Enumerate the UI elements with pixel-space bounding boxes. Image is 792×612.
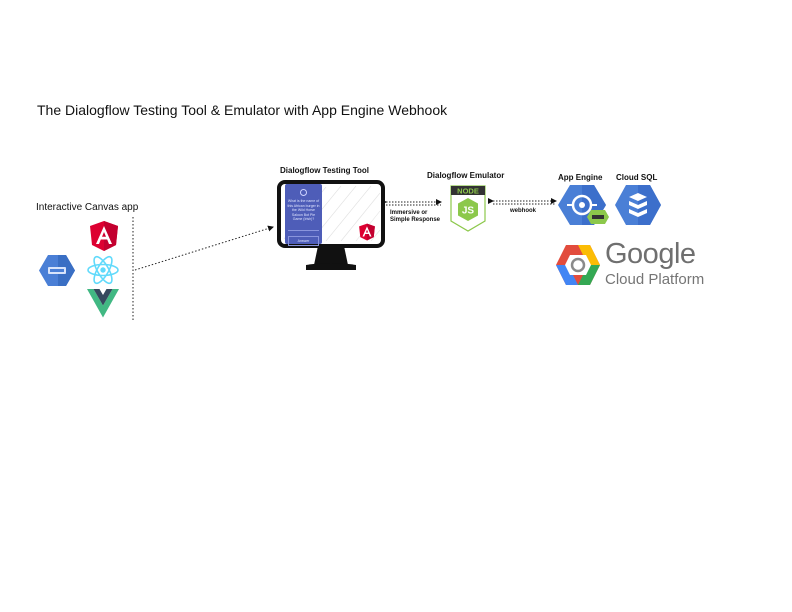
angular-small-icon: [359, 223, 375, 241]
app-engine-icon: [558, 185, 609, 225]
phone-screen: What is the name of this African burger …: [285, 184, 322, 246]
cloud-sql-label: Cloud SQL: [616, 173, 658, 182]
immersive-label-line1: Immersive or: [390, 210, 428, 216]
emulator-label: Dialogflow Emulator: [427, 171, 505, 180]
immersive-label-line2: Simple Response: [390, 217, 441, 223]
testing-tool-label: Dialogflow Testing Tool: [280, 166, 370, 175]
cloud-sql-icon: [615, 185, 661, 225]
canvas-app-label: Interactive Canvas app: [36, 202, 139, 213]
phone-logo-icon: [300, 189, 307, 196]
angular-icon: [90, 221, 118, 251]
nodejs-icon: NODE JS: [450, 185, 486, 232]
app-engine-label: App Engine: [558, 173, 603, 182]
phone-answer-button[interactable]: Answer: [288, 235, 319, 246]
canvas-to-tool-arrow: [134, 225, 274, 271]
cloud-hexagon-icon: [39, 255, 75, 286]
node-badge-text: NODE: [457, 187, 479, 196]
svg-text:JS: JS: [462, 206, 475, 217]
gcp-product-text: Cloud Platform: [605, 271, 705, 288]
diagram-title: The Dialogflow Testing Tool & Emulator w…: [37, 102, 448, 118]
phone-question-text: What is the name of this African burger …: [287, 199, 320, 221]
immersive-response-label: Immersive or Simple Response: [390, 210, 440, 224]
gcp-brand-text: Google: [605, 238, 696, 270]
react-icon: [87, 255, 119, 285]
webhook-label: webhook: [510, 208, 537, 214]
phone-divider: [288, 229, 319, 231]
vue-icon: [87, 289, 119, 318]
gcp-logo-icon: [556, 245, 600, 285]
